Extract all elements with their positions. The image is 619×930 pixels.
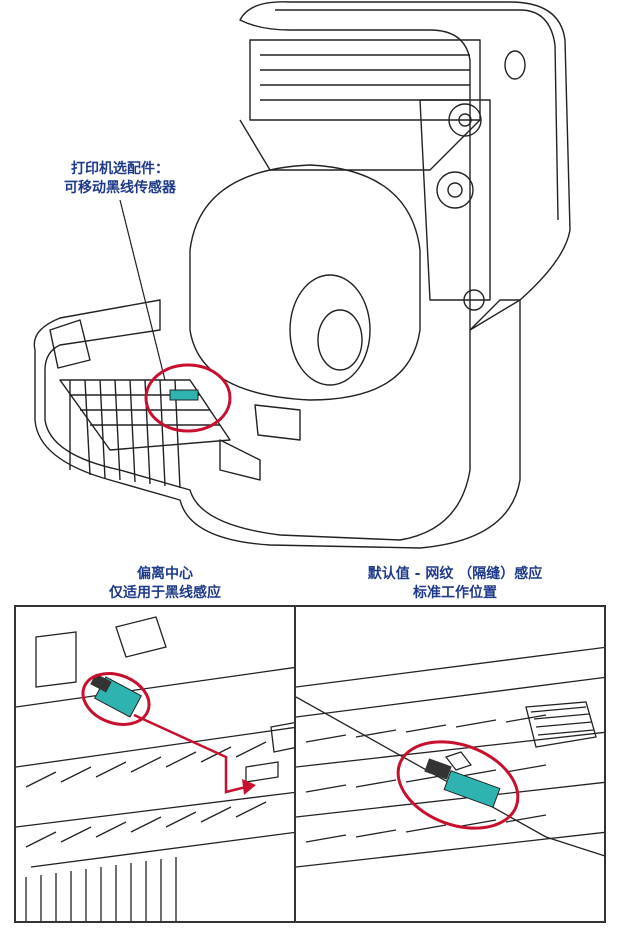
printer-illustration: [33, 1, 571, 549]
sensor-highlight-ellipse: [144, 363, 232, 433]
left-detail-panel: [14, 605, 296, 923]
off-center-diagram: [16, 616, 294, 921]
left-sensor-highlight: [81, 672, 151, 726]
printer-lid: [239, 1, 571, 331]
callout-line1: 打印机选配件：: [71, 161, 169, 177]
left-title-line1: 偏离中心: [137, 566, 193, 582]
media-roll: [189, 164, 421, 401]
right-sensor-highlight: [396, 740, 520, 830]
printer-base: [33, 299, 521, 549]
right-title-line2: 标准工作位置: [413, 585, 497, 601]
left-title-line2: 仅适用于黑线感应: [109, 585, 221, 601]
right-title-line1: 默认值 - 网纹 （隔缝）感应: [367, 566, 543, 582]
right-detail-panel: [294, 605, 606, 923]
move-arrow: [133, 713, 247, 794]
callout-line2: 可移动黑线传感器: [64, 180, 176, 196]
default-position-diagram: [296, 646, 604, 868]
